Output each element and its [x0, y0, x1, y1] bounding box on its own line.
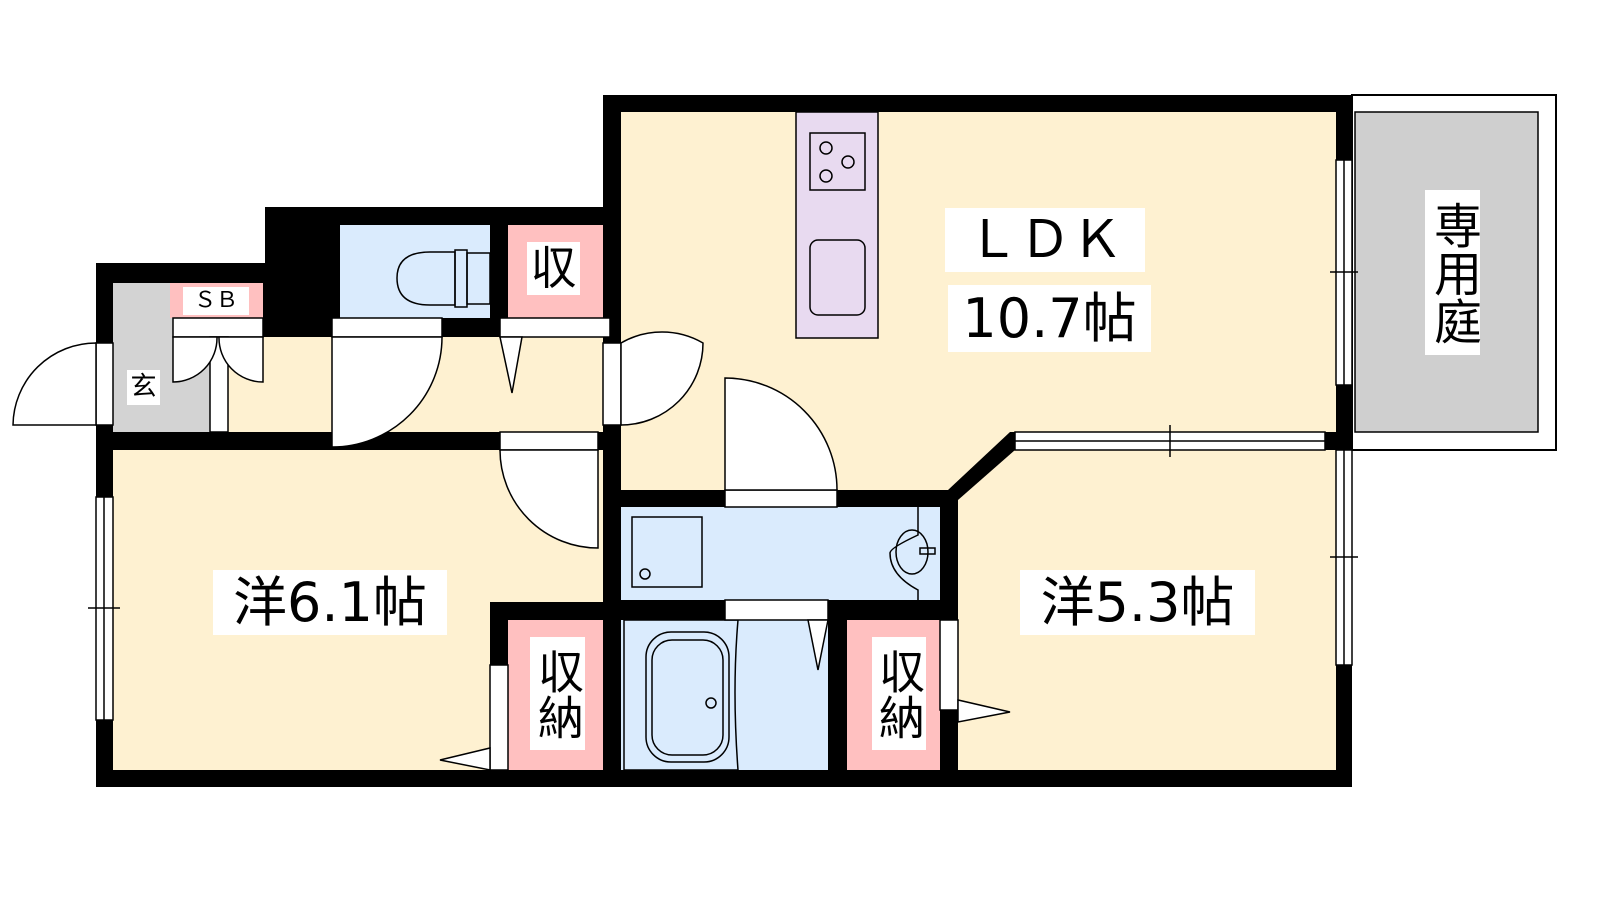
- stove-icon: [809, 132, 866, 191]
- windows: [88, 159, 1358, 721]
- toilet-icon: [396, 249, 491, 308]
- ldk-name-label: ＬＤＫ: [945, 208, 1145, 272]
- western-left-label: 洋6.1帖: [213, 570, 447, 635]
- western-right-label: 洋5.3帖: [1020, 570, 1255, 635]
- entrance-floor-2: [113, 283, 170, 323]
- washer-pan-icon: [631, 516, 703, 588]
- entrance-label: 玄: [127, 370, 160, 405]
- ldk-size-label: 10.7帖: [948, 285, 1151, 352]
- door-swings: [12, 331, 1011, 771]
- storage-right-label: 収納: [872, 637, 926, 750]
- storage-left-label: 収納: [530, 637, 585, 750]
- sink-icon: [809, 239, 866, 316]
- shoebox-label: ＳＢ: [183, 287, 249, 315]
- garden-label: 専用庭: [1425, 190, 1481, 355]
- basin-icon: [889, 507, 936, 600]
- storage-top-label: 収: [527, 242, 580, 295]
- bathtub-icon: [623, 619, 739, 771]
- washroom-floor: [621, 507, 940, 600]
